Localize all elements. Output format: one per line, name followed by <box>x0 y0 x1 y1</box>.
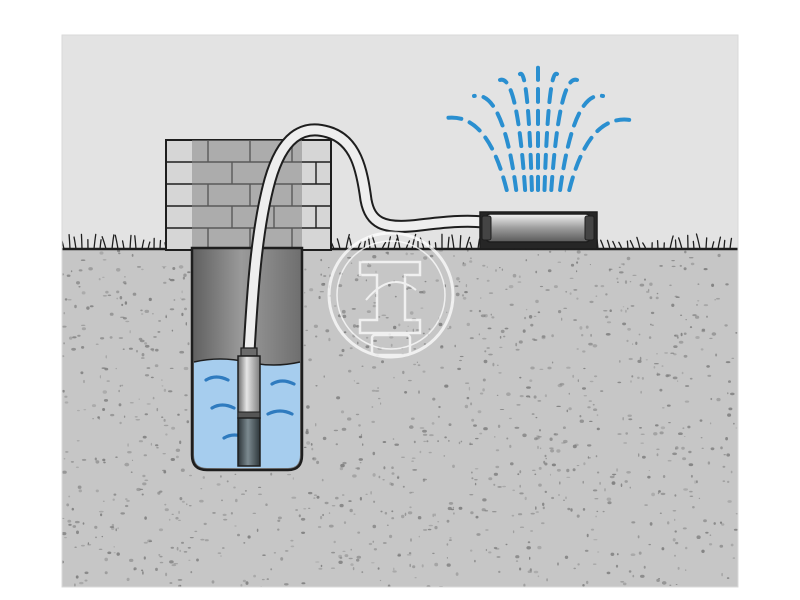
water-spray <box>444 65 632 192</box>
sprinkler-icon <box>479 211 598 248</box>
brick-wellhead <box>165 139 332 251</box>
frame-border <box>61 34 739 588</box>
sky-background <box>62 35 738 249</box>
garden-hose <box>242 123 491 359</box>
soil-speckles <box>62 248 738 587</box>
submersible-pump-icon <box>237 347 261 467</box>
ground-soil <box>62 248 738 587</box>
watermark-logo-icon <box>327 231 455 359</box>
